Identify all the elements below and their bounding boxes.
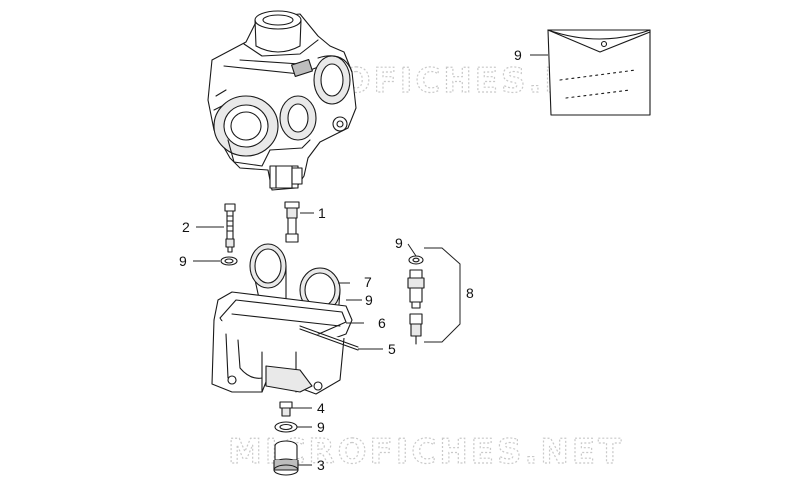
needle-valve-assembly [407, 255, 425, 345]
idle-jet [224, 203, 236, 253]
drain-plug [273, 440, 299, 476]
callout-9-right-float: 9 [365, 292, 373, 308]
callout-9-right-top: 9 [395, 235, 403, 251]
float-pin [299, 325, 359, 348]
o-ring-left [220, 256, 238, 266]
callout-4: 4 [317, 400, 325, 416]
seal-kit-bag [547, 29, 651, 116]
callout-1: 1 [318, 205, 326, 221]
callout-5: 5 [388, 341, 396, 357]
carburetor-body [207, 10, 357, 191]
callout-9-left: 9 [179, 253, 187, 269]
callout-7: 7 [364, 274, 372, 290]
callout-9-bag: 9 [514, 47, 522, 63]
main-jet [279, 401, 293, 417]
callout-2: 2 [182, 219, 190, 235]
callout-3: 3 [317, 457, 325, 473]
callout-6: 6 [378, 315, 386, 331]
o-ring-bottom [274, 421, 298, 433]
float-bowl [211, 291, 353, 395]
callout-8: 8 [466, 285, 474, 301]
leader-lines [193, 54, 548, 466]
callout-9-bottom: 9 [317, 419, 325, 435]
needle-jet [284, 201, 300, 243]
